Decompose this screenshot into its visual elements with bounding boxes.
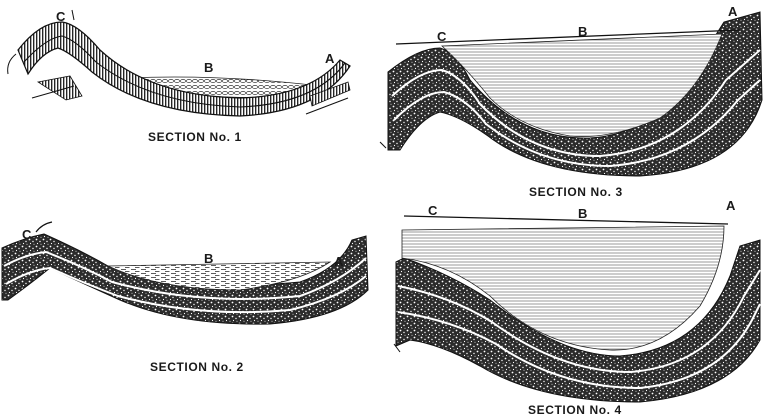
section-4-caption: SECTION No. 4 — [528, 403, 622, 417]
section-4-panel: C B A SECTION No. 4 — [394, 198, 760, 417]
section-1-label-a: A — [325, 51, 335, 66]
section-1-panel: C B A SECTION No. 1 — [8, 9, 350, 144]
section-2-label-c: C — [22, 227, 32, 242]
section-4-label-c: C — [428, 203, 438, 218]
section-3-label-a: A — [728, 4, 738, 19]
section-4-surface — [404, 216, 728, 224]
section-4-label-a: A — [726, 198, 736, 213]
section-1-left-bracket — [8, 54, 16, 74]
section-1-top-tick — [72, 10, 74, 20]
section-3-caption: SECTION No. 3 — [529, 185, 623, 199]
section-2-caption: SECTION No. 2 — [150, 360, 244, 374]
section-4-label-b: B — [578, 206, 587, 221]
section-2-panel: C B A SECTION No. 2 — [2, 222, 368, 374]
section-3-tick — [380, 142, 386, 148]
section-1-caption: SECTION No. 1 — [148, 130, 242, 144]
section-3-panel: C B A SECTION No. 3 — [380, 4, 762, 199]
section-3-label-c: C — [437, 29, 447, 44]
section-1-lower-bed — [38, 76, 82, 100]
section-1-label-b: B — [204, 60, 213, 75]
section-2-label-a: A — [334, 254, 344, 269]
section-1-label-c: C — [56, 9, 66, 24]
section-1-strata — [18, 22, 350, 116]
section-2-left-hook — [36, 222, 52, 232]
section-2-label-b: B — [204, 251, 213, 266]
section-3-label-b: B — [578, 24, 587, 39]
